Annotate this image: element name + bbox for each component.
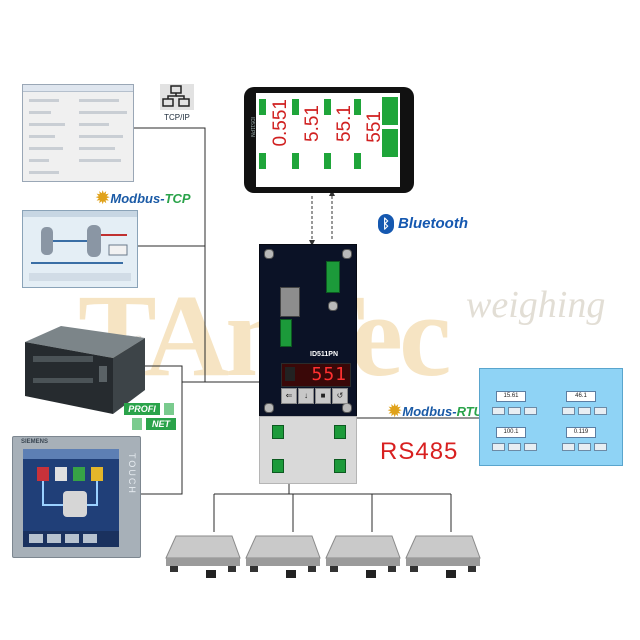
ethernet-ports (280, 287, 300, 317)
modbus-rtu-label: ✹Modbus-RTU (388, 403, 484, 420)
modbus-tcp-label: ✹Modbus-TCP (96, 190, 191, 207)
keypad: ⇐ ↓ ■ ↺ (281, 388, 349, 404)
window-titlebar (23, 85, 133, 92)
rs485-label: RS485 (380, 438, 459, 465)
platform-scale-1 (162, 528, 242, 589)
key-2[interactable]: ↓ (298, 388, 314, 404)
network-icon: TCP/IP (158, 84, 194, 122)
hmi-touch-panel: SIEMENS TOUCH (12, 436, 141, 558)
plc-controller (17, 322, 145, 414)
device-model: ID511PN (310, 351, 339, 358)
platform-scale-4 (402, 528, 482, 589)
key-4[interactable]: ↺ (332, 388, 348, 404)
phone-value-1: 0.551 (270, 99, 291, 147)
rtu-monitor-panel: 15.61 46.1 100.1 0.119 (479, 368, 623, 466)
watermark-weighing: weighing (466, 284, 606, 326)
display-value: 551 (311, 364, 347, 385)
gear-icon: ✹ (388, 403, 402, 420)
rtu-field-3: 100.1 (496, 427, 526, 438)
gear-icon: ✹ (96, 190, 110, 207)
pc-software-window (22, 84, 134, 182)
hmi-screen (23, 449, 119, 547)
scada-screen (22, 210, 138, 288)
phone-brand-label: ID511PN (249, 117, 255, 137)
profinet-logo: PROFI NET (124, 403, 186, 433)
hmi-brand: SIEMENS (21, 439, 49, 445)
rtu-field-4: 0.119 (566, 427, 596, 438)
bluetooth-icon: ᛒ (378, 214, 394, 234)
terminal-base (259, 416, 357, 484)
platform-scale-3 (322, 528, 402, 589)
tcpip-label: TCP/IP (164, 113, 190, 122)
key-3[interactable]: ■ (315, 388, 331, 404)
rtu-field-1: 15.61 (496, 391, 526, 402)
phone-value-2: 5.51 (302, 105, 323, 142)
key-1[interactable]: ⇐ (281, 388, 297, 404)
phone-screen: 0.551 5.51 55.1 551 (256, 93, 400, 187)
rtu-field-2: 46.1 (566, 391, 596, 402)
phone-value-3: 55.1 (334, 105, 355, 142)
platform-scale-2 (242, 528, 322, 589)
smartphone: ID511PN 0.551 5.51 55.1 551 (244, 87, 414, 193)
weight-display: 551 (281, 363, 351, 387)
touch-label: TOUCH (127, 453, 137, 495)
